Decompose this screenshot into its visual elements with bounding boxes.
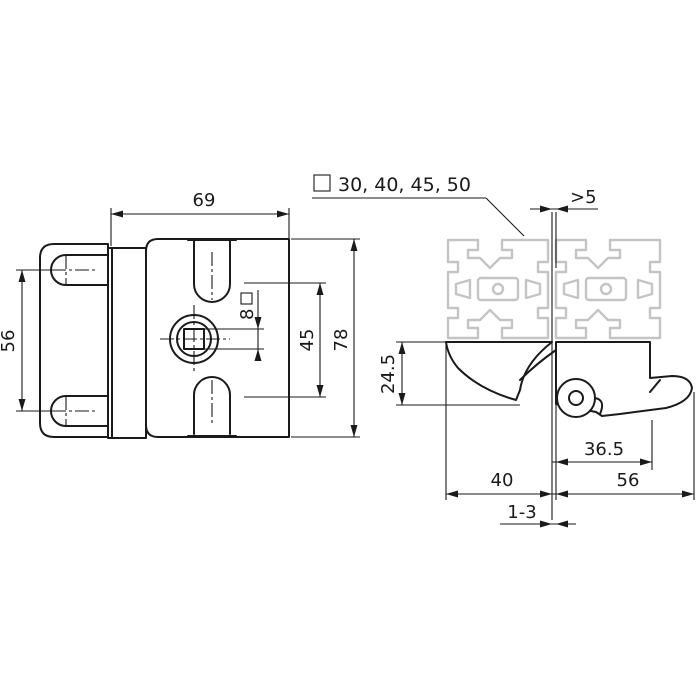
dim-45-label: 45 [297,329,318,352]
pivot-inner [568,390,584,406]
dim-56-right-label: 56 [617,470,640,491]
profile-sizes-label: 30, 40, 45, 50 [338,174,471,196]
dim-1-3-label: 1-3 [507,502,536,523]
dim-36-5-label: 36.5 [584,439,624,460]
clamp-side-left-jaw [445,341,553,401]
hinge-strip [107,247,147,439]
aluminium-profile-left [446,238,550,340]
profile-square-symbol-icon [313,174,331,192]
dim-78-label: 78 [331,329,352,352]
dim-square-8-label: 8 [237,309,258,320]
dim-24-5-label: 24.5 [378,354,399,394]
side-view: 30, 40, 45, 50 >5 24.5 36.5 40 56 1-3 [312,174,695,528]
body-slot-bottom [193,376,231,435]
square-symbol-icon [240,292,253,305]
pivot-outer [556,378,596,418]
dim-56-left-label: 56 [0,330,19,353]
front-view: 69 56 45 78 8 [0,190,360,439]
dim-gap-label: >5 [570,187,597,208]
body-slot-top [193,240,231,303]
dim-69-label: 69 [193,190,216,211]
aluminium-profile-right [554,238,662,340]
mounting-plate [39,243,109,438]
dim-40-label: 40 [491,470,514,491]
